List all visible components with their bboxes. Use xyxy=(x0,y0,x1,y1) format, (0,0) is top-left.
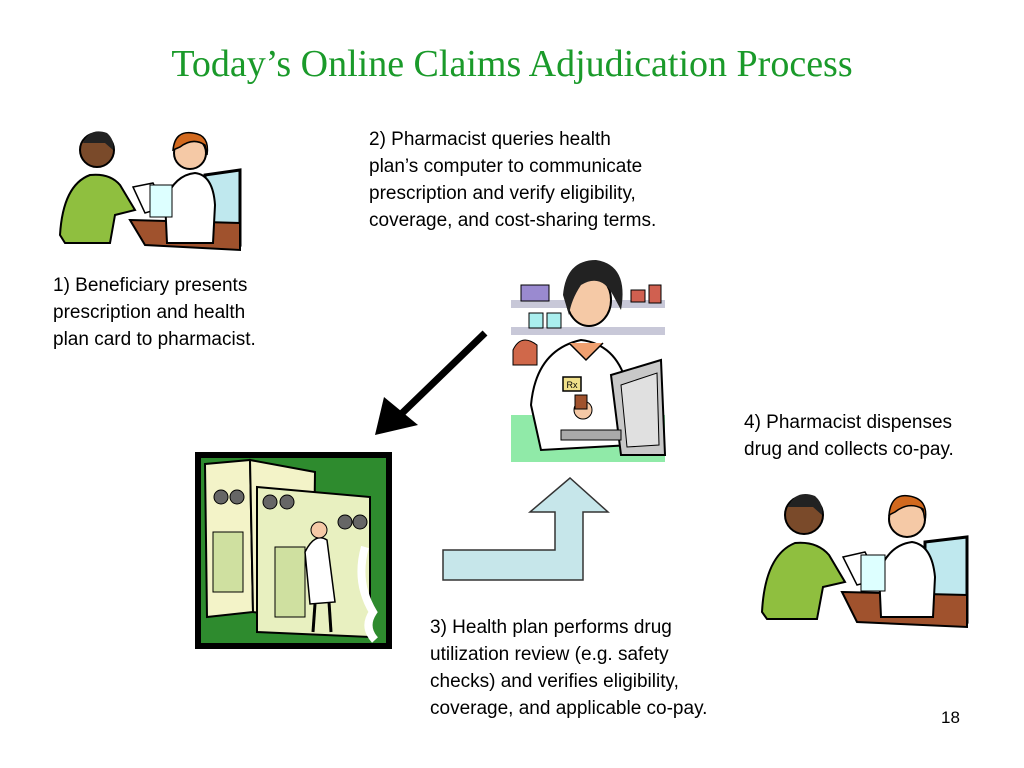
slide-title: Today’s Online Claims Adjudication Proce… xyxy=(171,43,853,85)
rx-label: Rx xyxy=(567,380,578,390)
page-number: 18 xyxy=(941,708,960,727)
query-arrow xyxy=(375,330,488,435)
step-1-caption: 1) Beneficiary presents prescription and… xyxy=(53,275,256,350)
step-2-caption: 2) Pharmacist queries health plan’s comp… xyxy=(369,129,657,231)
pharmacist-computer-clipart: Rx xyxy=(511,260,667,462)
health-plan-computers-clipart xyxy=(195,452,392,649)
dispense-drug-clipart xyxy=(760,494,969,629)
step-4-caption: 4) Pharmacist dispenses drug and collect… xyxy=(744,412,954,460)
response-arrow xyxy=(442,477,610,581)
step-3-caption: 3) Health plan performs drug utilization… xyxy=(430,617,708,719)
beneficiary-pharmacist-clipart xyxy=(58,131,242,252)
